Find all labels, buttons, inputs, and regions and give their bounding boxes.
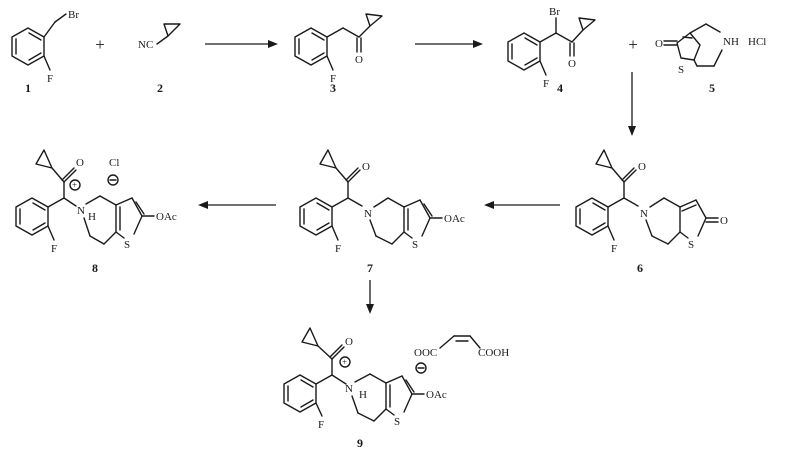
nitrogen-atom: N [77, 205, 85, 217]
fluorine-atom: F [543, 78, 549, 90]
oxygen-atom: O [638, 161, 646, 173]
nitrogen-atom: N [640, 208, 648, 220]
oxygen-atom: O [355, 54, 363, 66]
negative-charge-icon [415, 362, 427, 374]
amine-nh: NH [723, 36, 739, 48]
compound-number-1: 1 [25, 81, 31, 95]
oxygen-atom: O [345, 336, 353, 348]
reaction-arrow [628, 72, 636, 136]
compound-number-3: 3 [330, 81, 336, 95]
negative-charge-icon [107, 174, 119, 186]
sulfur-atom: S [688, 239, 694, 251]
oxygen-atom: O [76, 157, 84, 169]
carboxylic-acid-group: COOH [478, 347, 509, 359]
reaction-arrow [484, 201, 560, 209]
compound-8: O F + N H S OAc Cl 8 [15, 149, 177, 275]
sulfur-atom: S [678, 64, 684, 76]
acetoxy-group: OAc [156, 211, 177, 223]
carboxylate-group: OOC [414, 347, 437, 359]
compound-7: O F N S OAc 7 [299, 149, 465, 275]
acetoxy-group: OAc [426, 389, 447, 401]
reaction-arrow [366, 280, 374, 314]
positive-charge-icon [339, 356, 351, 368]
compound-number-5: 5 [709, 81, 715, 95]
plus-sign: + [95, 35, 105, 54]
compound-2: NC 2 [138, 23, 181, 95]
fluorine-atom: F [611, 243, 617, 255]
compound-5: O S NH HCl 5 [655, 23, 766, 95]
oxygen-atom: O [362, 161, 370, 173]
compound-9: O F + N H S OAc OOC COOH 9 [283, 327, 509, 450]
oxygen-atom: O [720, 215, 728, 227]
positive-charge-icon [69, 179, 81, 191]
reaction-arrow [415, 40, 483, 48]
hydrochloride-salt: HCl [748, 36, 766, 48]
compound-number-9: 9 [357, 436, 363, 450]
nitrogen-atom: N [364, 208, 372, 220]
acetoxy-group: OAc [444, 213, 465, 225]
hydrogen-atom: H [88, 211, 96, 223]
sulfur-atom: S [412, 239, 418, 251]
oxygen-atom: O [655, 38, 663, 50]
compound-1: Br F 1 [11, 9, 79, 95]
compound-number-8: 8 [92, 261, 98, 275]
hydrogen-atom: H [359, 389, 367, 401]
bromine-atom: Br [68, 9, 79, 21]
compound-6: O F N S O 6 [575, 149, 728, 275]
fluorine-atom: F [47, 73, 53, 85]
compound-number-2: 2 [157, 81, 163, 95]
oxygen-atom: O [568, 58, 576, 70]
compound-number-7: 7 [367, 261, 373, 275]
reaction-arrow [198, 201, 276, 209]
fluorine-atom: F [330, 73, 336, 85]
compound-4: Br O F 4 [507, 6, 596, 95]
bromine-atom: Br [549, 6, 560, 18]
compound-3: O F 3 [294, 13, 383, 95]
sulfur-atom: S [124, 239, 130, 251]
sulfur-atom: S [394, 416, 400, 428]
plus-sign: + [628, 35, 638, 54]
positive-charge-sign: + [72, 180, 77, 190]
chloride-counterion: Cl [109, 157, 119, 169]
positive-charge-sign: + [342, 357, 347, 367]
nitrogen-atom: N [345, 383, 353, 395]
fluorine-atom: F [318, 419, 324, 431]
compound-number-6: 6 [637, 261, 643, 275]
reaction-arrow [205, 40, 278, 48]
nitrile-group: NC [138, 39, 153, 51]
fluorine-atom: F [335, 243, 341, 255]
compound-number-4: 4 [557, 81, 563, 95]
fluorine-atom: F [51, 243, 57, 255]
